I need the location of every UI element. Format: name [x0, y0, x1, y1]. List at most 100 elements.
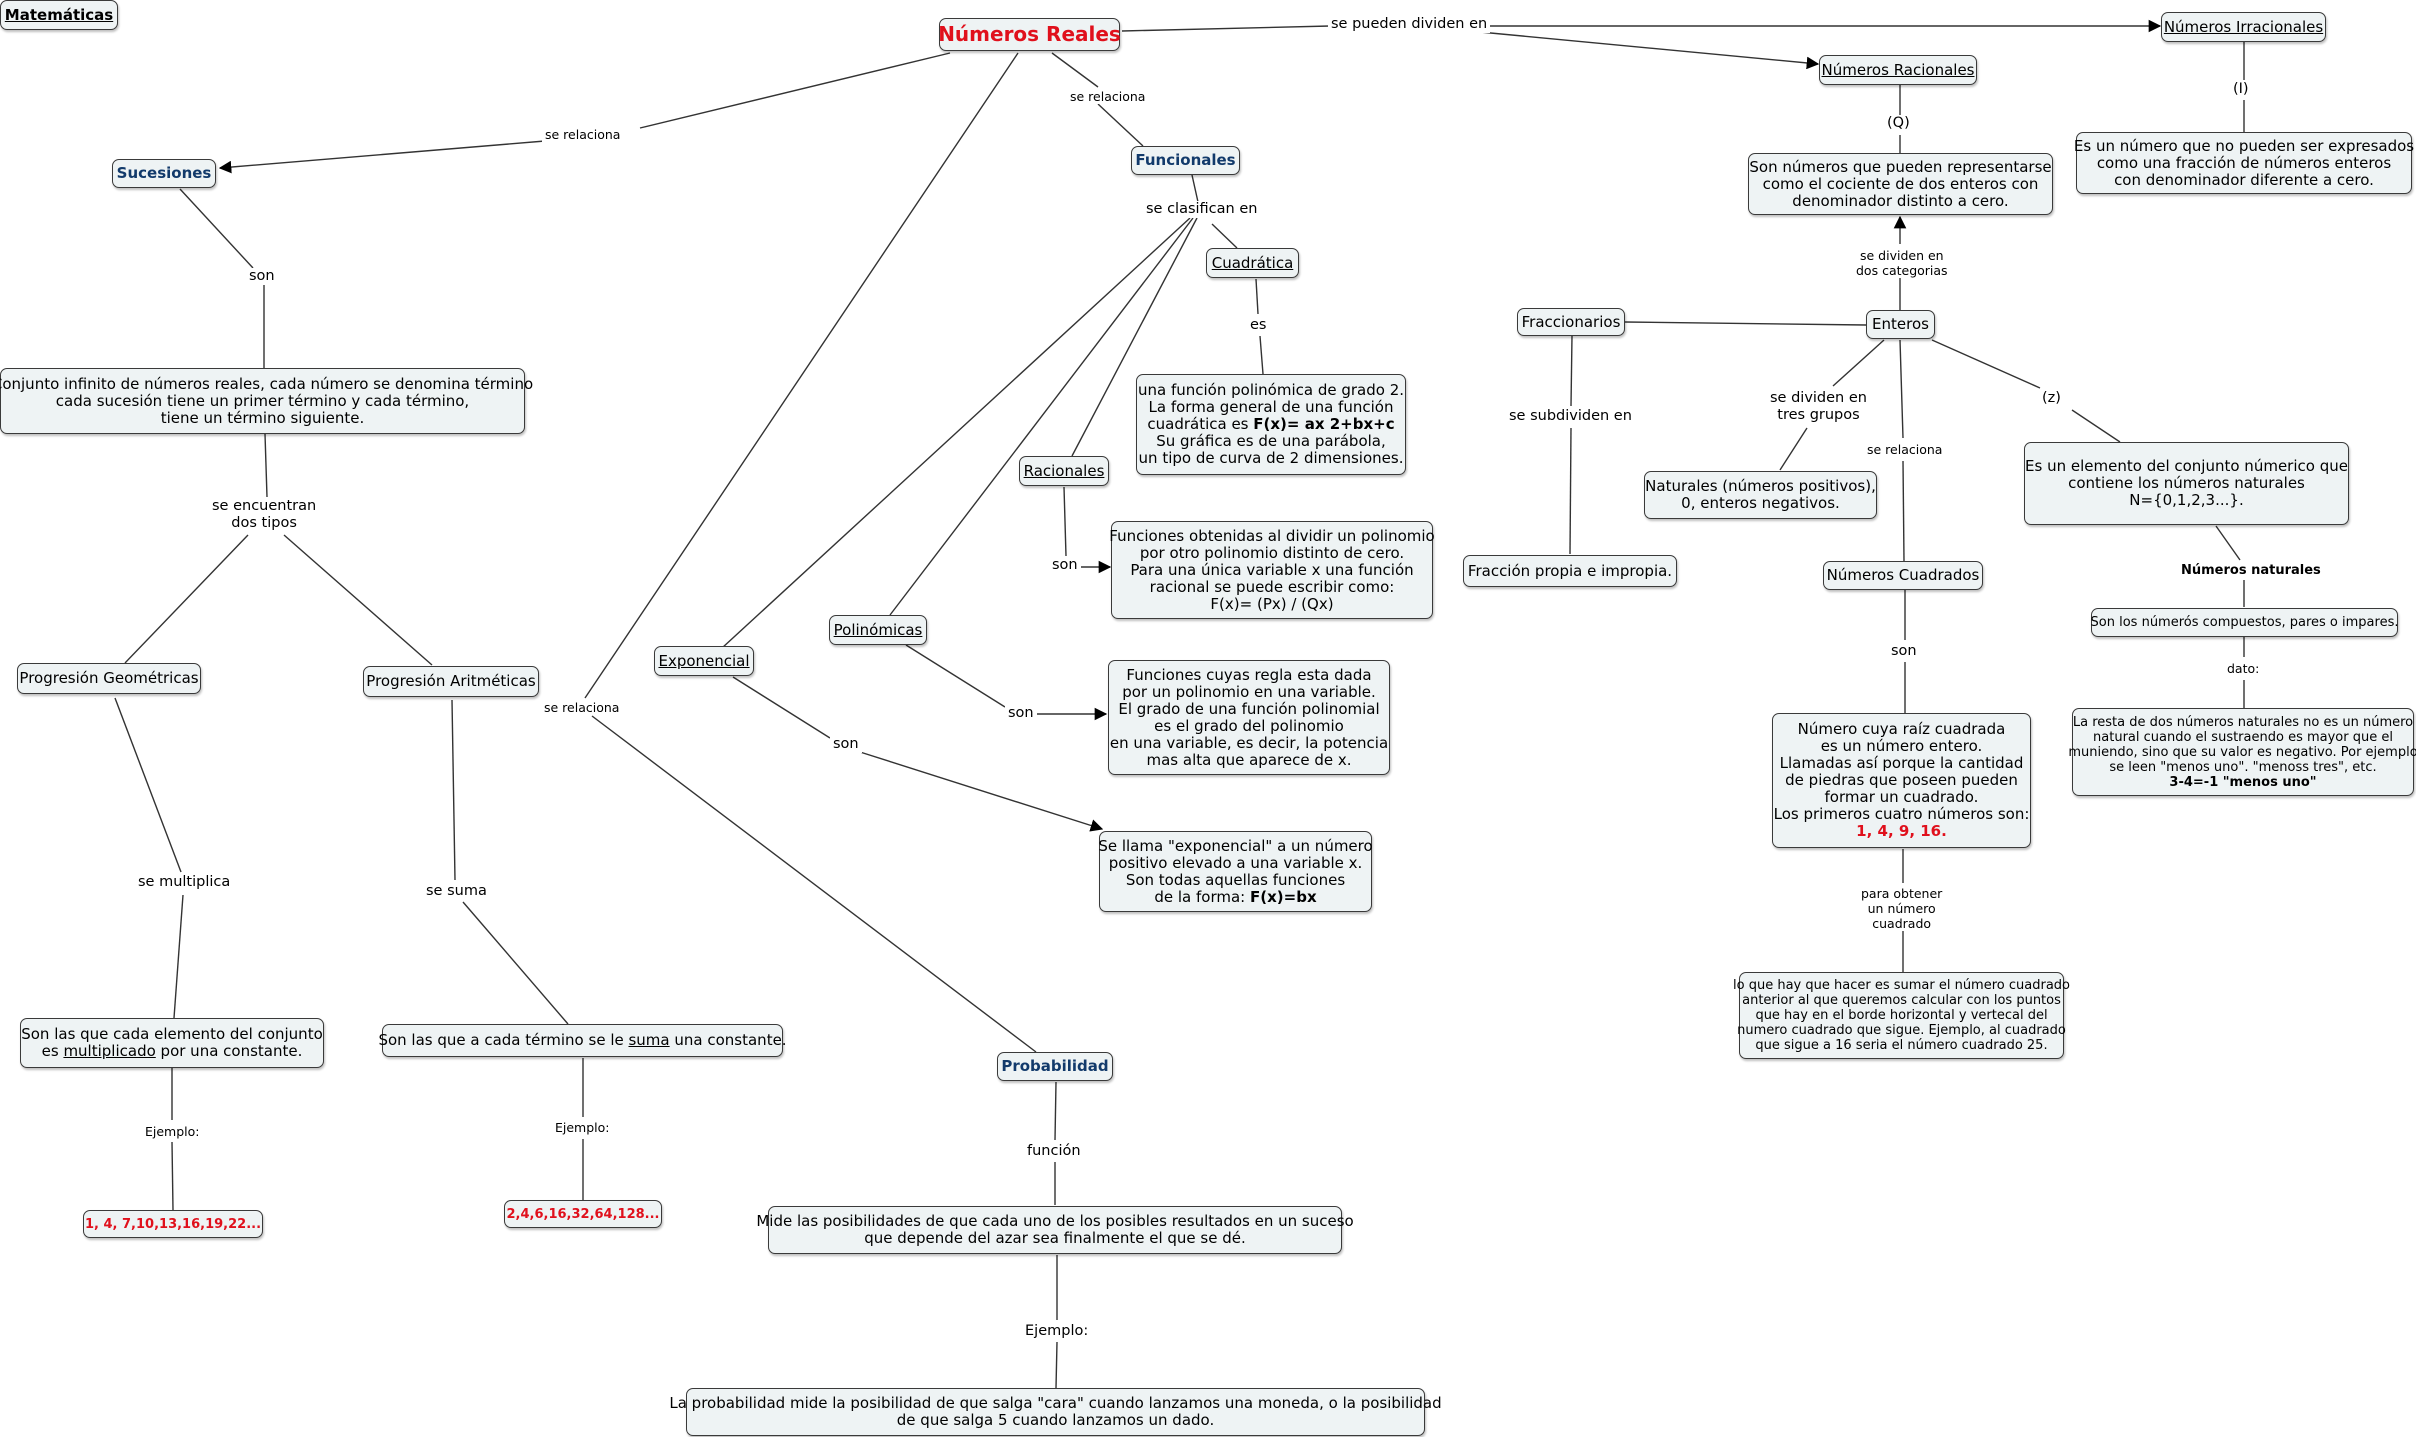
node-fraccion-propia[interactable]: Fracción propia e impropia. [1463, 555, 1677, 587]
text-line: Su gráfica es de una parábola, [1156, 432, 1386, 450]
node-probabilidad[interactable]: Probabilidad [997, 1052, 1113, 1081]
link-funcionales-clasifican [1191, 174, 1199, 203]
text-line: Llamadas así porque la cantidad [1779, 754, 2024, 772]
text-line: Naturales (números positivos), [1645, 477, 1876, 495]
label-dato: dato: [2224, 661, 2263, 676]
node-polinomicas-def[interactable]: Funciones cuyas regla esta dada por un p… [1108, 660, 1390, 775]
text-line: muniendo, sino que su valor es negativo.… [2068, 744, 2416, 760]
text-line: 1, 4, 9, 16. [1856, 822, 1947, 840]
link-zdef-naturales [2215, 525, 2241, 561]
node-cuadratica-def[interactable]: una función polinómica de grado 2. La fo… [1136, 374, 1406, 475]
node-racionales[interactable]: Racionales [1019, 456, 1109, 486]
text-line: con denominador diferente a cero. [2114, 170, 2374, 189]
node-fraccionarios[interactable]: Fraccionarios [1517, 308, 1625, 336]
label-se-suma: se suma [423, 883, 490, 900]
link-son-exponencial-def [859, 751, 1104, 832]
link-encuentran-geometricas [124, 534, 249, 664]
label-son-racionales: son [1049, 557, 1081, 574]
link-reales-dividen [1121, 25, 1331, 32]
label-se-relaciona-sucesiones: se relaciona [542, 127, 624, 142]
label-funcion: función [1024, 1143, 1084, 1160]
link-aritmeticas-suma [451, 699, 456, 881]
text-line: La forma general de una función [1148, 398, 1394, 416]
node-numeros-racionales-label: Números Racionales [1821, 60, 1975, 79]
node-numeros-cuadrados[interactable]: Números Cuadrados [1823, 561, 1983, 590]
label-ejemplo-probabilidad: Ejemplo: [1022, 1323, 1092, 1340]
text-fragment: Son las que a cada término se le [378, 1031, 629, 1049]
node-sucesiones[interactable]: Sucesiones [112, 159, 216, 188]
text-line: de piedras que poseen pueden [1785, 771, 2018, 789]
text-line: que depende del azar sea finalmente el q… [864, 1229, 1246, 1247]
link-ejemplo-probej [1055, 1341, 1058, 1389]
node-numeros-racionales[interactable]: Números Racionales [1819, 55, 1977, 85]
node-exponencial[interactable]: Exponencial [654, 646, 754, 676]
text-line: natural cuando el sustraendo es mayor qu… [2093, 729, 2393, 745]
label-racionales-symbol: (Q) [1884, 115, 1913, 132]
label-se-clasifican-en: se clasifican en [1143, 201, 1261, 218]
label-es: es [1247, 317, 1270, 334]
node-sucesiones-def[interactable]: Conjunto infinito de números reales, cad… [0, 368, 533, 434]
label-son-sucesiones: son [246, 268, 278, 285]
link-clasifican-racionales [1071, 217, 1198, 457]
link-cuadratica-es [1255, 278, 1259, 315]
node-numeros-irracionales[interactable]: Números Irracionales [2161, 12, 2326, 42]
node-naturales-list[interactable]: Naturales (números positivos), 0, entero… [1644, 471, 1877, 519]
label-se-pueden-dividen-en: se pueden dividen en [1328, 16, 1491, 33]
link-serel4-cuadrados [1902, 460, 1905, 562]
node-probabilidad-def[interactable]: Mide las posibilidades de que cada uno d… [756, 1206, 1354, 1254]
text-fragment: es [41, 1042, 64, 1060]
node-dato-def[interactable]: La resta de dos números naturales no es … [2068, 708, 2416, 796]
node-cuadrados-def[interactable]: Número cuya raíz cuadrada es un número e… [1772, 713, 2031, 848]
node-polinomicas-label: Polinómicas [833, 620, 923, 639]
text-line: racional se puede escribir como: [1149, 577, 1395, 596]
text-line: Funciones obtenidas al dividir un polino… [1109, 526, 1435, 545]
node-ejemplo-aritmetica[interactable]: 2,4,6,16,32,64,128... [504, 1200, 662, 1228]
link-serel1-sucesiones [218, 140, 546, 174]
node-sucesiones-label: Sucesiones [116, 164, 212, 182]
link-clasifican-exponencial [721, 217, 1191, 649]
label-se-dividen-dos: se dividen en dos categorias [1853, 248, 1951, 278]
text-line: anterior al que queremos calcular con lo… [1742, 993, 2061, 1008]
text-line: tres grupos [1777, 407, 1860, 423]
node-polinomicas[interactable]: Polinómicas [829, 615, 927, 645]
node-cuadratica[interactable]: Cuadrática [1206, 248, 1299, 278]
link-enteros-serel4 [1899, 339, 1904, 439]
node-naturales-desc[interactable]: Son los númerós compuestos, pares o impa… [2091, 608, 2398, 637]
label-se-multiplica: se multiplica [135, 874, 234, 891]
node-aritmeticas-def[interactable]: Son las que a cada término se le suma un… [378, 1024, 787, 1057]
text-line: Es un elemento del conjunto númerico que [2025, 457, 2348, 475]
link-tres-naturales [1779, 427, 1808, 471]
node-matematicas[interactable]: Matemáticas [0, 0, 118, 30]
node-cuadrado-siguiente[interactable]: lo que hay que hacer es sumar el número … [1733, 972, 2070, 1059]
node-progresion-aritmeticas[interactable]: Progresión Aritméticas [363, 666, 539, 697]
text-fragment: por una constante. [155, 1042, 303, 1060]
label-se-relaciona-funcionales: se relaciona [1067, 89, 1149, 104]
text-line: en una variable, es decir, la potencia [1109, 733, 1389, 752]
node-progresion-geometricas-label: Progresión Geométricas [19, 669, 199, 687]
node-numeros-irracionales-label: Números Irracionales [2163, 17, 2324, 36]
node-irracionales-def[interactable]: Es un número que no pueden ser expresado… [2073, 132, 2415, 194]
node-exponencial-def[interactable]: Se llama "exponencial" a un número posit… [1098, 831, 1373, 912]
label-se-encuentran: se encuentran dos tipos [209, 498, 320, 532]
node-ejemplo-geometrica[interactable]: 1, 4, 7,10,13,16,19,22... [83, 1210, 263, 1238]
text-line: Es un número que no pueden ser expresado… [2073, 136, 2415, 155]
node-fraccionarios-label: Fraccionarios [1521, 312, 1621, 331]
node-racionales-def[interactable]: Son números que pueden representarse com… [1748, 153, 2053, 215]
node-progresion-geometricas[interactable]: Progresión Geométricas [17, 663, 201, 694]
node-racionales-fn-def[interactable]: Funciones obtenidas al dividir un polino… [1109, 521, 1435, 619]
node-geometricas-def[interactable]: Son las que cada elemento del conjunto e… [20, 1018, 324, 1068]
node-probabilidad-ejemplo[interactable]: La probabilidad mide la posibilidad de q… [669, 1388, 1442, 1436]
text-line: El grado de una función polinomial [1118, 699, 1380, 718]
node-numeros-reales[interactable]: Números Reales [938, 18, 1121, 51]
link-reales-serel2 [1051, 52, 1099, 88]
text-fragment: de la forma: [1154, 887, 1250, 906]
text-line: se leen "menos uno". "menoss tres", etc. [2109, 759, 2377, 775]
text-line: una función polinómica de grado 2. [1138, 381, 1405, 399]
node-funcionales[interactable]: Funcionales [1131, 146, 1240, 175]
node-z-def[interactable]: Es un elemento del conjunto númerico que… [2024, 442, 2349, 525]
node-enteros[interactable]: Enteros [1866, 310, 1935, 339]
text-line: se encuentran [212, 498, 317, 514]
text-line: Son las que a cada término se le suma un… [378, 1032, 786, 1049]
node-enteros-label: Enteros [1872, 315, 1929, 333]
